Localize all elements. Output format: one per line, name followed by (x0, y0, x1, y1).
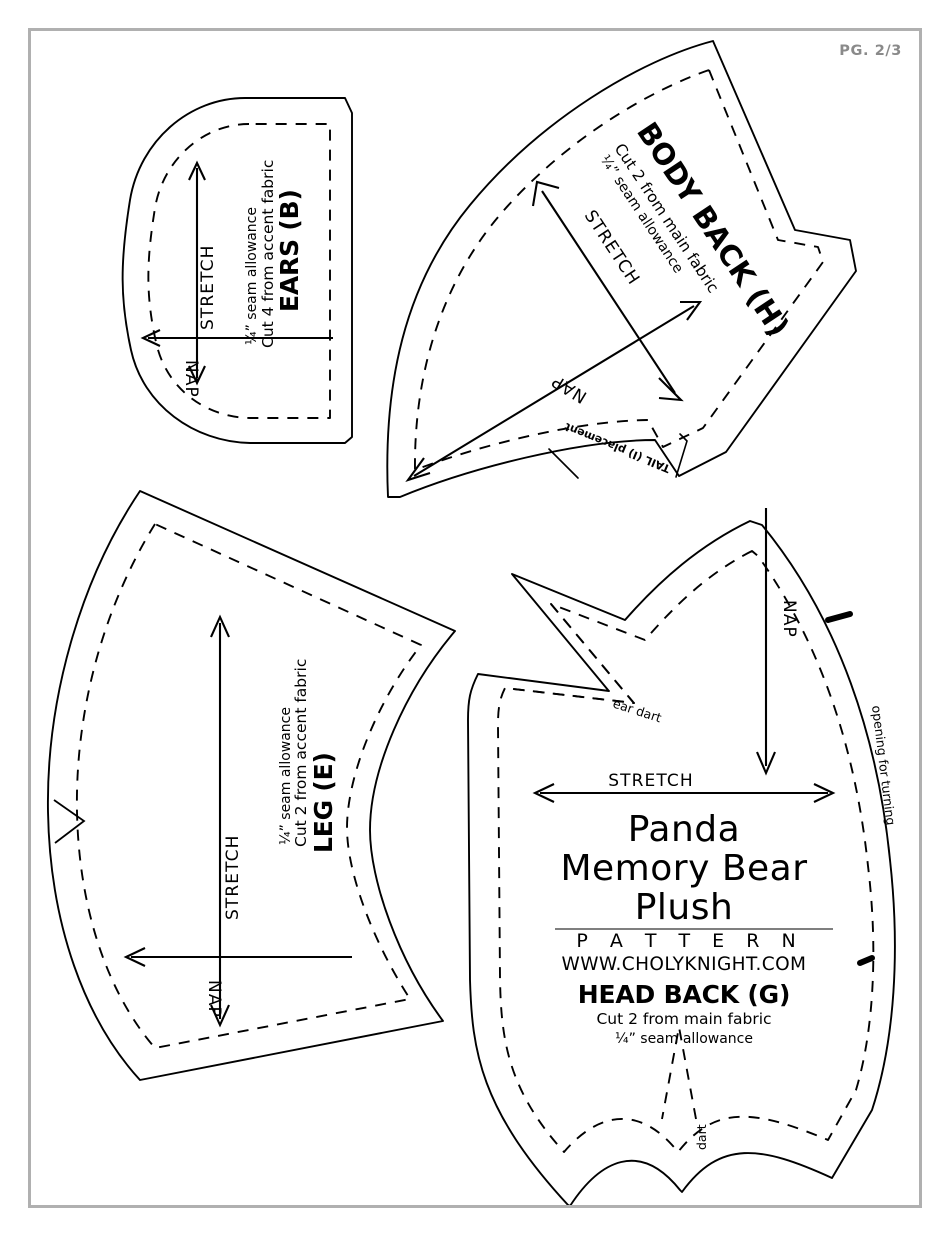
body-back-stretch-label: STRETCH (580, 207, 644, 289)
ears-nap-label: NAP (181, 360, 201, 398)
head-back-stretch-label: STRETCH (608, 771, 693, 791)
pattern-title-line3: Plush (635, 887, 734, 928)
leg-cut-line (47, 490, 456, 1081)
head-back-stretch-arrow (532, 783, 836, 803)
ears-cut-line: Cut 4 from accent fabric (259, 160, 277, 348)
pattern-title-line1: Panda (628, 809, 740, 850)
pattern-title-line2: Memory Bear (560, 848, 807, 889)
leg-stretch-label: STRETCH (223, 835, 243, 920)
head-back-nap-label: NAP (779, 600, 799, 638)
leg-nap-arrow (123, 947, 352, 967)
head-back-cut-line: Cut 2 from main fabric (596, 1010, 771, 1028)
head-back-dart-label: dart (694, 1124, 709, 1150)
ears-stretch-arrow (188, 160, 206, 386)
head-back-piece-name: HEAD BACK (G) (578, 980, 790, 1009)
leg-seam-line (76, 523, 422, 1049)
piece-ears: STRETCH NAP EARS (B) Cut 4 from accent f… (121, 97, 353, 444)
piece-head-back: NAP opening for turning ear dart dart ST… (467, 508, 899, 1207)
piece-body-back: STRETCH NAP BODY BACK (H) Cut 2 from mai… (386, 40, 857, 498)
body-back-nap-arrow (405, 300, 703, 482)
body-back-tail-bracket (675, 433, 688, 478)
head-back-seam-line (497, 550, 875, 1153)
ears-stretch-label: STRETCH (198, 245, 218, 330)
head-back-ear-dart (504, 603, 635, 704)
leg-nap-label: NAP (204, 980, 224, 1018)
head-back-ear-dart-label: ear dart (611, 696, 663, 726)
ears-nap-arrow (140, 329, 333, 347)
ears-piece-name: EARS (B) (275, 189, 304, 312)
head-back-opening-tick-top (825, 611, 853, 623)
head-back-cut-line (467, 520, 896, 1207)
ears-seam-line: ¼” seam allowance (244, 207, 260, 345)
ears-seam-line (147, 123, 331, 419)
page-indicator: PG. 2/3 (839, 43, 902, 59)
leg-seam-line: ¼” seam allowance (278, 707, 294, 845)
head-back-opening-label: opening for turning (869, 705, 899, 827)
body-back-seam-line (414, 69, 824, 471)
piece-leg: STRETCH NAP LEG (E) Cut 2 from accent fa… (47, 490, 456, 1081)
ears-cut-line (121, 97, 353, 444)
leg-cut-line: Cut 2 from accent fabric (292, 659, 310, 847)
leg-notch (53, 799, 86, 844)
pattern-url: WWW.CHOLYKNIGHT.COM (562, 954, 807, 975)
body-back-tail-leader (548, 448, 579, 479)
leg-stretch-arrow (210, 614, 230, 1028)
body-back-nap-label: NAP (548, 370, 591, 407)
body-back-cut-line (386, 40, 857, 498)
pattern-word: P A T T E R N (576, 930, 803, 952)
leg-piece-name: LEG (E) (309, 752, 338, 853)
body-back-stretch-arrow (531, 180, 684, 402)
head-back-opening-tick-bottom (857, 955, 875, 966)
head-back-seam-line: ¼” seam allowance (615, 1031, 753, 1047)
head-back-nap-arrow (756, 508, 776, 776)
